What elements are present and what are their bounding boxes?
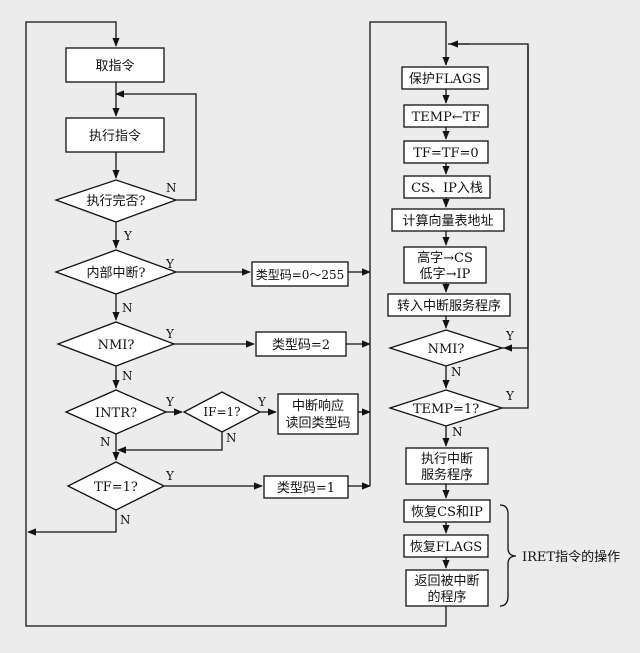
y-label-if: Y: [257, 395, 267, 409]
tf-check-label: TF=1?: [94, 480, 138, 495]
return-label-2: 的程序: [427, 589, 466, 605]
n-label-internal: N: [122, 301, 133, 315]
fetch-label: 取指令: [95, 59, 134, 74]
return-label-1: 返回被中断: [414, 574, 479, 589]
save-flags-box: [401, 66, 489, 90]
internal-int-label: 内部中断?: [87, 265, 146, 281]
n-label-tf: N: [120, 513, 131, 527]
iret-label: IRET指令的操作: [522, 549, 620, 565]
y-label-temp: Y: [505, 389, 515, 403]
execute-label: 执行指令: [89, 129, 141, 144]
n-label-nmi: N: [122, 369, 133, 383]
int-ack-label-2: 读回类型码: [285, 416, 350, 431]
n-label-exec-done: N: [166, 181, 177, 195]
y-label-intr: Y: [165, 395, 175, 409]
type-2-box: [255, 331, 347, 357]
vector-load-box: [403, 246, 487, 284]
int-ack-label-1: 中断响应: [292, 398, 344, 414]
n-label-nmi2: N: [451, 365, 462, 379]
save-flags-label: 保护FLAGS: [409, 72, 481, 87]
exec-done-label: 执行完否?: [87, 194, 146, 209]
high-cs-label: 高字→CS: [417, 250, 473, 266]
goto-isr-label: 转入中断服务程序: [397, 298, 501, 314]
calc-vector-label: 计算向量表地址: [402, 213, 493, 229]
restore-flags-label: 恢复FLAGS: [410, 540, 482, 555]
main-loop-line: [25, 21, 447, 627]
low-ip-label: 低字→IP: [420, 267, 471, 282]
type-1-box: [263, 475, 349, 499]
nmi2-label: NMI?: [428, 342, 465, 357]
return-box: [405, 569, 489, 607]
nmi-label: NMI?: [98, 338, 135, 353]
execute-box: [65, 117, 165, 153]
int-ack-box: [277, 393, 359, 435]
tf-zero-label: TF=TF=0: [413, 146, 478, 161]
y-label-tf: Y: [165, 469, 175, 483]
intr-label: INTR?: [95, 406, 137, 421]
restore-cs-ip-label: 恢复CS和IP: [411, 505, 483, 520]
iret-brace: [499, 504, 517, 607]
if-check-label: IF=1?: [203, 405, 240, 419]
type-0-255-label: 类型码=0～255: [256, 268, 345, 282]
n-label-temp: N: [452, 425, 463, 439]
n-label-intr: N: [100, 435, 111, 449]
push-cs-ip-box: [403, 175, 491, 199]
exec-isr-label-2: 服务程序: [421, 467, 473, 483]
y-label-exec-done: Y: [123, 229, 133, 243]
y-label-nmi: Y: [165, 327, 175, 341]
restore-cs-ip-box: [403, 499, 491, 523]
n-label-if: N: [226, 431, 237, 445]
exec-isr-label-1: 执行中断: [421, 452, 473, 467]
calc-vector-box: [391, 208, 505, 232]
type-0-255-box: [251, 261, 349, 287]
type-1-label: 类型码=1: [277, 481, 335, 496]
exec-isr-box: [405, 447, 489, 485]
y-label-nmi2: Y: [505, 329, 515, 343]
push-cs-ip-label: CS、IP入栈: [411, 181, 483, 196]
type-2-label: 类型码=2: [272, 338, 330, 353]
y-label-internal: Y: [165, 257, 175, 271]
goto-isr-box: [387, 293, 511, 317]
type-bus-line: [369, 21, 450, 486]
temp-tf-label: TEMP←TF: [412, 110, 481, 125]
temp-check-label: TEMP=1?: [413, 402, 479, 417]
fetch-box: [65, 47, 165, 83]
